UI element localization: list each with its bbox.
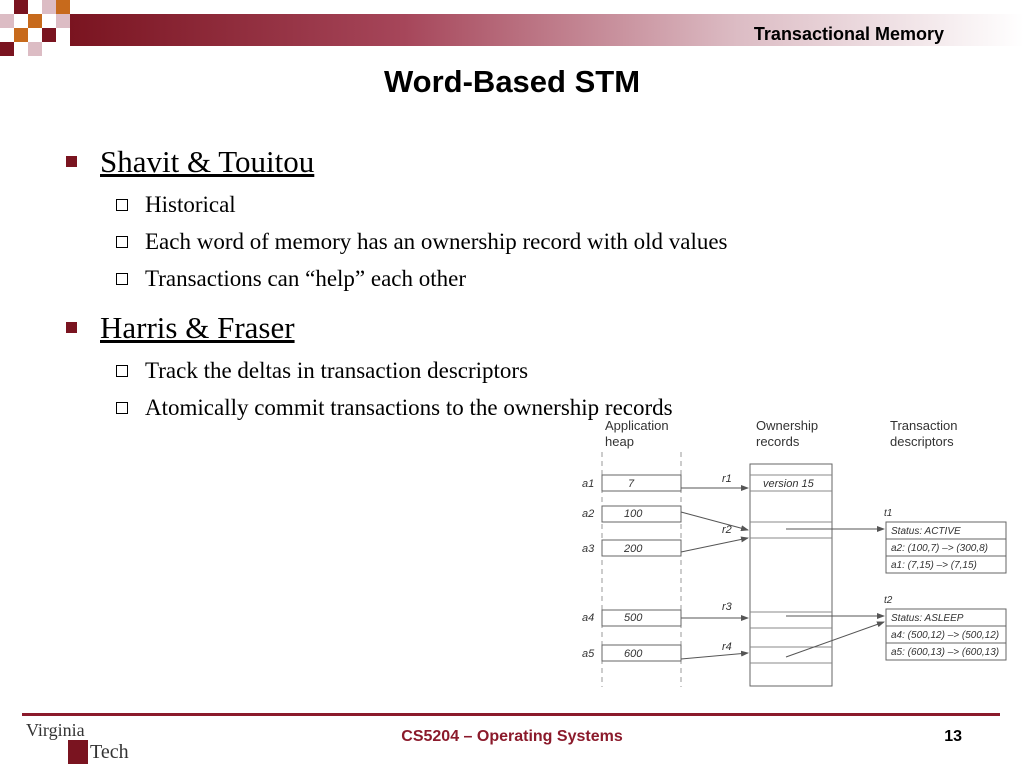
logo-shield-icon (68, 740, 88, 764)
header-square (56, 0, 70, 14)
header-square (28, 42, 42, 56)
heap-value: 500 (624, 612, 643, 624)
bullet-text: Transactions can “help” each other (145, 266, 467, 291)
page-number: 13 (944, 728, 962, 745)
record-label: r2 (722, 524, 732, 536)
heap-value: 100 (624, 508, 643, 520)
descriptor-label: t1 (884, 508, 892, 519)
heap-cell (601, 505, 682, 523)
bullet-level1: Shavit & Touitou (62, 140, 822, 188)
address-label: a4 (582, 612, 594, 624)
hollow-square-bullet-icon (116, 199, 128, 211)
bullet-level2: Transactions can “help” each other (62, 262, 822, 306)
col-header-own: Ownership (756, 418, 818, 433)
heap-value: 200 (623, 543, 643, 555)
descriptor-row (885, 642, 1007, 661)
stm-diagram: Application heap Ownership records Trans… (582, 418, 1007, 687)
header-square (28, 14, 42, 28)
descriptor-entry: a5: (600,13) –> (600,13) (891, 647, 999, 658)
descriptor-status: Status: ACTIVE (891, 526, 961, 537)
record-version: version 15 (763, 478, 815, 490)
bullet-level1: Harris & Fraser (62, 306, 822, 354)
address-label: a5 (582, 648, 595, 660)
descriptor-status: Status: ASLEEP (891, 613, 964, 624)
address-label: a2 (582, 508, 594, 520)
descriptor-entry: a4: (500,12) –> (500,12) (891, 630, 999, 641)
virginia-tech-logo: Virginia Tech (26, 720, 129, 764)
hollow-square-bullet-icon (116, 402, 128, 414)
bullet-text: Track the deltas in transaction descript… (145, 358, 529, 383)
heap-cell (601, 644, 682, 662)
hollow-square-bullet-icon (116, 365, 128, 377)
slide-title: Word-Based STM (383, 64, 641, 99)
heap-cell (601, 539, 682, 557)
descriptor-row (885, 555, 1007, 574)
address-label: a3 (582, 543, 595, 555)
logo-text: Virginia (26, 720, 85, 740)
record-label: r3 (722, 601, 733, 613)
record-label: r1 (722, 473, 732, 485)
bullet-level2: Track the deltas in transaction descript… (62, 354, 822, 391)
header-bar: Transactional Memory (0, 0, 1024, 62)
hollow-square-bullet-icon (116, 236, 128, 248)
arrow (785, 621, 885, 658)
bullet-text: Atomically commit transactions to the ow… (145, 395, 673, 420)
ownership-column (749, 463, 833, 687)
bullet-text[interactable]: Harris & Fraser (100, 310, 295, 345)
descriptor-entry: a1: (7,15) –> (7,15) (891, 560, 977, 571)
arrow (680, 650, 749, 660)
header-title: Transactional Memory (753, 24, 944, 44)
bullet-level2: Each word of memory has an ownership rec… (62, 225, 822, 262)
footer-divider (22, 713, 1000, 716)
heap-cell (601, 474, 682, 492)
col-header-own: records (756, 434, 800, 449)
col-header-tx: descriptors (890, 434, 954, 449)
arrow (680, 536, 749, 553)
col-header-app: Application (605, 418, 669, 433)
header-square (14, 0, 28, 14)
arrow (680, 511, 749, 532)
descriptor-entry: a2: (100,7) –> (300,8) (891, 543, 988, 554)
header-gradient (70, 14, 1024, 46)
bullet-list: Shavit & Touitou Historical Each word of… (62, 140, 822, 428)
header-square (0, 14, 14, 28)
square-bullet-icon (66, 156, 77, 167)
footer-course: CS5204 – Operating Systems (401, 728, 623, 745)
header-square (42, 28, 56, 42)
descriptor-label: t2 (884, 595, 893, 606)
header-square (14, 28, 28, 42)
bullet-text: Historical (145, 192, 236, 217)
bullet-text[interactable]: Shavit & Touitou (100, 144, 315, 179)
address-label: a1 (582, 478, 594, 490)
header-square (42, 0, 56, 14)
bullet-text: Each word of memory has an ownership rec… (145, 229, 728, 254)
record-label: r4 (722, 641, 732, 653)
hollow-square-bullet-icon (116, 273, 128, 285)
heap-value: 7 (628, 478, 635, 490)
logo-text: Tech (90, 741, 129, 763)
bullet-level2: Atomically commit transactions to the ow… (62, 391, 822, 428)
header-square (56, 14, 70, 28)
bullet-level2: Historical (62, 188, 822, 225)
heap-value: 600 (624, 648, 643, 660)
header-square (0, 42, 14, 56)
square-bullet-icon (66, 322, 77, 333)
col-header-tx: Transaction (890, 418, 957, 433)
col-header-app: heap (605, 434, 634, 449)
